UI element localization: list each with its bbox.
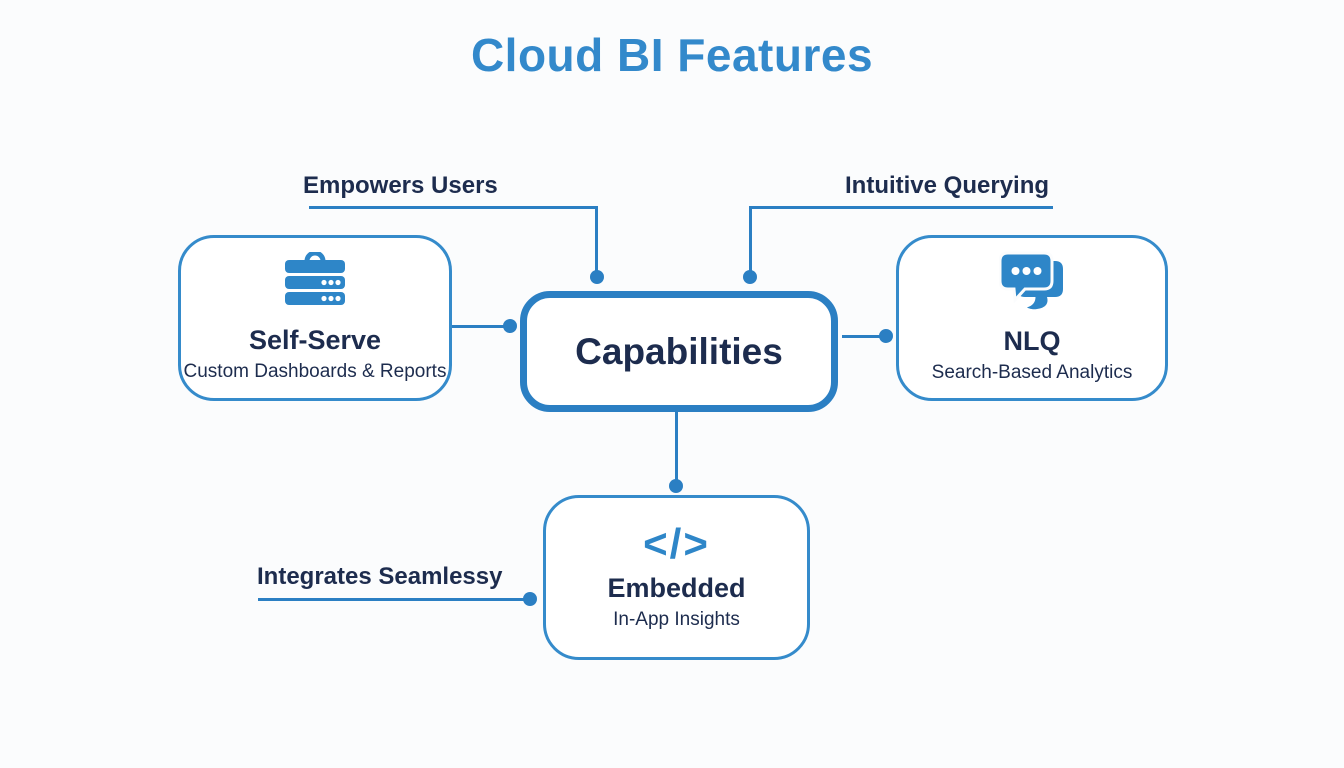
node-subtitle-nlq: Search-Based Analytics: [931, 362, 1133, 384]
node-title-embedded: Embedded: [607, 573, 746, 604]
connector-intuitive-vertical: [749, 206, 752, 272]
chat-bubbles-icon: [998, 251, 1065, 316]
server-stack-icon: [284, 250, 346, 315]
connector-empowers-vertical: [595, 206, 598, 272]
annotation-intuitive-querying: Intuitive Querying: [845, 172, 1050, 199]
connector-integrates-line: [258, 598, 526, 601]
annotation-empowers-users: Empowers Users: [303, 172, 498, 199]
connector-intuitive-horizontal: [749, 206, 1053, 209]
node-subtitle-embedded: In-App Insights: [613, 609, 740, 631]
node-title-self-serve: Self-Serve: [248, 325, 382, 356]
node-capabilities: Capabilities: [520, 291, 838, 412]
node-nlq: NLQ Search-Based Analytics: [896, 235, 1168, 401]
connector-embedded-line: [675, 411, 678, 481]
connector-nlq-dot: [879, 329, 893, 343]
connector-selfserve-line: [450, 325, 508, 328]
connector-intuitive-dot: [743, 270, 757, 284]
node-self-serve: Self-Serve Custom Dashboards & Reports: [178, 235, 452, 401]
connector-empowers-horizontal: [309, 206, 598, 209]
node-embedded: </> Embedded In-App Insights: [543, 495, 810, 660]
node-title-capabilities: Capabilities: [575, 330, 783, 372]
node-title-nlq: NLQ: [1003, 326, 1061, 357]
node-subtitle-self-serve: Custom Dashboards & Reports: [183, 361, 447, 383]
connector-nlq-line: [842, 335, 884, 338]
annotation-integrates-seamlessy: Integrates Seamlessy: [257, 563, 503, 590]
code-icon: </>: [643, 520, 710, 568]
diagram-title: Cloud BI Features: [470, 29, 874, 81]
connector-empowers-dot: [590, 270, 604, 284]
connector-embedded-dot: [669, 479, 683, 493]
connector-integrates-dot: [523, 592, 537, 606]
connector-selfserve-dot: [503, 319, 517, 333]
